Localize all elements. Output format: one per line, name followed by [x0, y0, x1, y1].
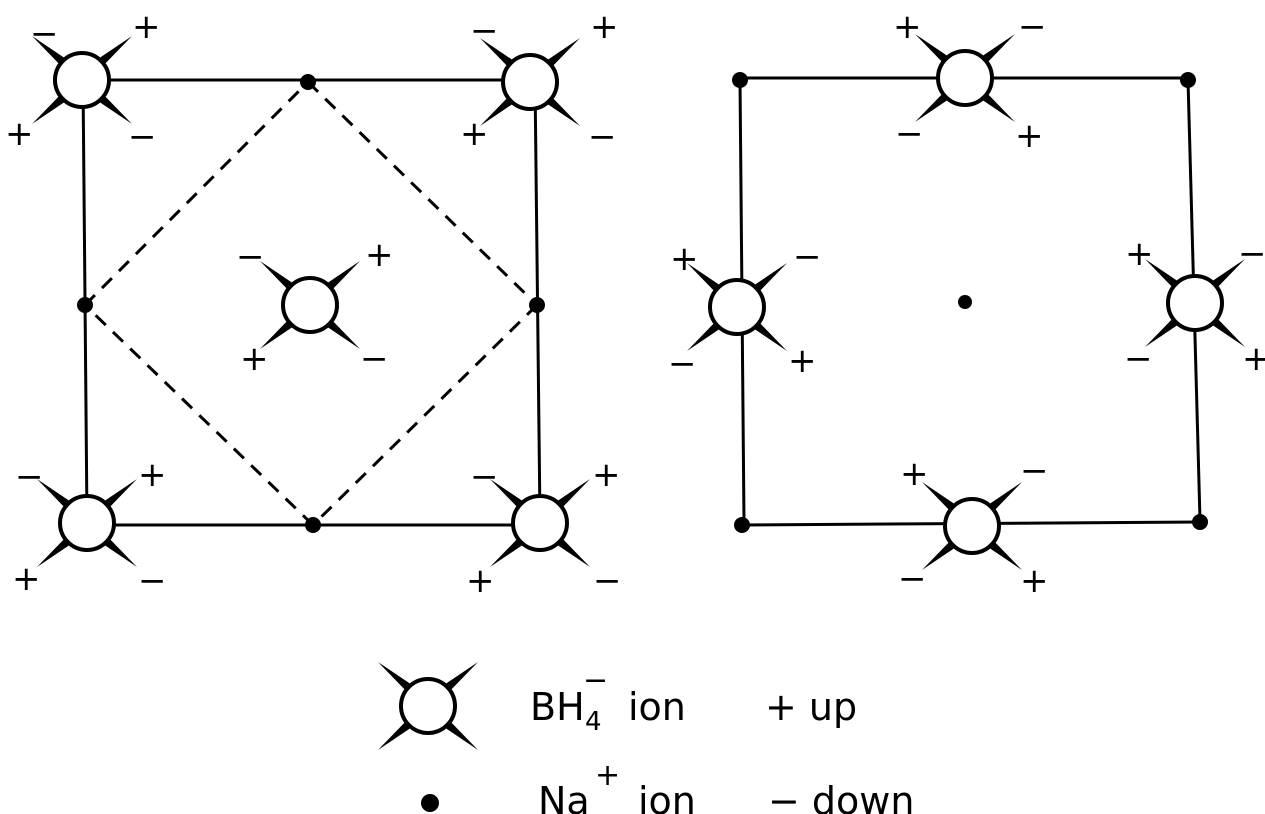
na-ion-dot	[734, 517, 750, 533]
sign-minus: −	[15, 457, 44, 497]
sign-plus: +	[12, 559, 41, 599]
na-ion-dot	[958, 295, 972, 309]
sign-minus: −	[668, 344, 697, 384]
sign-plus: +	[900, 454, 929, 494]
sign-minus: −	[895, 114, 924, 154]
legend-na-dot	[421, 794, 439, 812]
legend-bh4-prefix: BH	[530, 685, 585, 729]
na-ion-dot	[300, 74, 316, 90]
legend-bh4-superscript: −	[583, 663, 608, 698]
left-panel: − + + − − + + − − + + − − + + − − + + −	[5, 7, 622, 601]
sign-minus: −	[128, 117, 157, 157]
sign-minus: −	[793, 237, 822, 277]
legend-down-label: − down	[768, 779, 914, 814]
bh4-ion-center	[258, 259, 362, 351]
sign-plus: +	[670, 239, 699, 279]
sign-minus: −	[138, 561, 167, 601]
legend-up-label: + up	[765, 685, 857, 729]
left-dashed-diamond	[83, 80, 539, 527]
legend-bh4-subscript: 4	[585, 707, 602, 737]
legend: BH 4 − ion + up Na + ion − down	[376, 660, 914, 814]
right-na-ions	[732, 72, 1208, 533]
na-ion-dot	[529, 297, 545, 313]
sign-minus: −	[898, 559, 927, 599]
sign-minus: −	[1020, 451, 1049, 491]
sign-minus: −	[30, 14, 59, 54]
sign-minus: −	[360, 339, 389, 379]
na-ion-dot	[77, 297, 93, 313]
sign-plus: +	[590, 7, 619, 47]
na-ion-dot	[1180, 72, 1196, 88]
sign-minus: −	[470, 457, 499, 497]
bh4-ion-left-mid	[685, 261, 789, 353]
sign-plus: +	[1242, 339, 1265, 379]
na-ion-dot	[1192, 514, 1208, 530]
sign-minus: −	[1124, 339, 1153, 379]
sign-plus: +	[460, 114, 489, 154]
sign-plus: +	[240, 339, 269, 379]
sign-plus: +	[365, 235, 394, 275]
legend-na-word: ion	[638, 779, 696, 814]
sign-minus: −	[236, 237, 265, 277]
bh4-ion-top-right	[478, 36, 582, 128]
sign-plus: +	[5, 114, 34, 154]
legend-na-superscript: +	[595, 758, 620, 793]
right-panel: + − − + + − − + + − − + + − − +	[668, 7, 1265, 601]
sign-plus: +	[1020, 561, 1049, 601]
bh4-ion-bottom-mid	[920, 480, 1024, 572]
sign-plus: +	[466, 561, 495, 601]
legend-na-prefix: Na	[538, 779, 590, 814]
na-ion-dot	[732, 72, 748, 88]
left-na-ions	[77, 74, 545, 533]
sign-minus: −	[1018, 7, 1047, 47]
sign-minus: −	[470, 11, 499, 51]
na-ion-dot	[305, 517, 321, 533]
sign-plus: +	[138, 455, 167, 495]
sign-minus: −	[593, 561, 622, 601]
sign-plus: +	[1125, 234, 1154, 274]
sign-plus: +	[132, 7, 161, 47]
sign-minus: −	[588, 117, 617, 157]
legend-bh4-word: ion	[628, 685, 686, 729]
sign-plus: +	[788, 341, 817, 381]
sign-minus: −	[1238, 234, 1265, 274]
sign-plus: +	[592, 455, 621, 495]
sign-plus: +	[1015, 116, 1044, 156]
sign-plus: +	[893, 7, 922, 47]
legend-bh4-icon	[376, 660, 480, 752]
